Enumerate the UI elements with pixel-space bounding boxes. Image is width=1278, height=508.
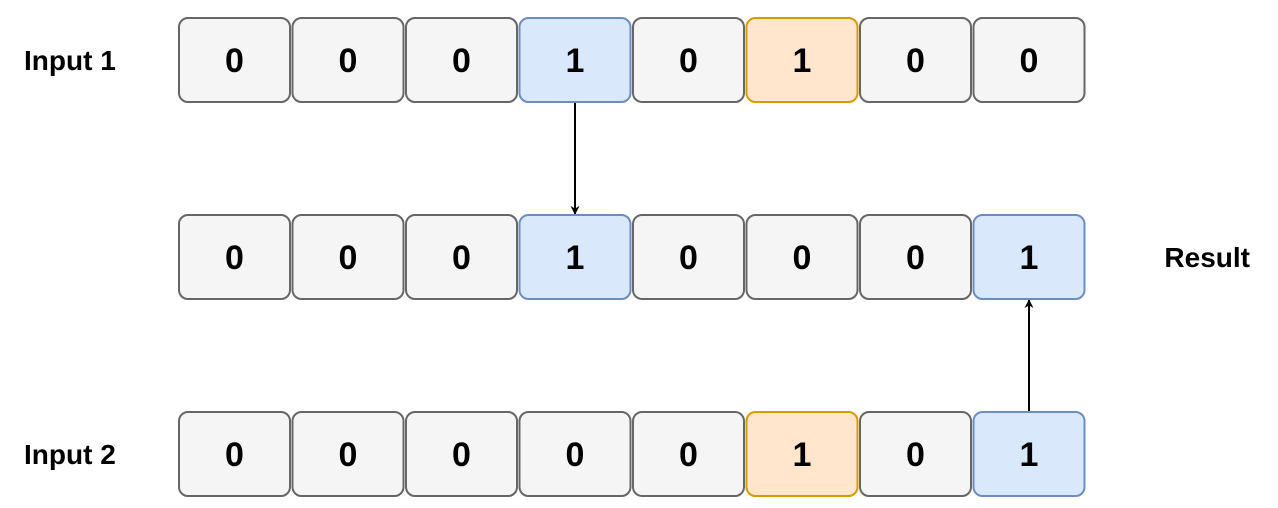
bit-value: 0 xyxy=(225,239,244,277)
bit-cell-box xyxy=(859,214,972,300)
bit-cell: 0 xyxy=(745,214,859,300)
bit-cell: 0 xyxy=(632,411,745,497)
bit-cell-box xyxy=(518,17,632,103)
row-input2: 0 0 0 0 0 1 0 1 Input 2 xyxy=(24,411,1086,497)
bit-cell: 0 xyxy=(632,17,745,103)
bit-value: 0 xyxy=(339,239,358,277)
bit-cell-box xyxy=(632,17,745,103)
bit-cell-box xyxy=(632,214,745,300)
bit-cell-box xyxy=(972,214,1086,300)
bit-cell: 0 xyxy=(632,214,745,300)
bit-value: 1 xyxy=(566,42,585,80)
row-label-input1: Input 1 xyxy=(24,45,116,76)
bit-cell-box xyxy=(291,17,405,103)
bit-value: 0 xyxy=(679,42,698,80)
bit-value: 0 xyxy=(1020,42,1039,80)
bit-value: 0 xyxy=(225,42,244,80)
bit-cell-box xyxy=(518,214,632,300)
bit-cell: 0 xyxy=(405,411,518,497)
bit-cell-box xyxy=(405,17,518,103)
bit-value: 0 xyxy=(679,436,698,474)
bit-cell-box xyxy=(745,17,859,103)
bit-cell-box xyxy=(745,214,859,300)
bit-value: 0 xyxy=(339,42,358,80)
bit-value: 1 xyxy=(793,436,812,474)
bit-cell: 0 xyxy=(859,214,972,300)
bit-cell: 1 xyxy=(518,17,632,103)
bit-cell: 1 xyxy=(745,411,859,497)
bit-cell: 1 xyxy=(518,214,632,300)
bit-value: 0 xyxy=(906,239,925,277)
bit-value: 0 xyxy=(225,436,244,474)
row-input1: 0 0 0 1 0 1 0 0 Input 1 xyxy=(24,17,1086,103)
bit-cell: 0 xyxy=(972,17,1086,103)
bit-cell-box xyxy=(745,411,859,497)
bit-cell-box xyxy=(632,411,745,497)
row-label-result: Result xyxy=(1164,242,1250,273)
bit-cell: 0 xyxy=(859,17,972,103)
bit-cell: 0 xyxy=(291,411,405,497)
bit-cell-box xyxy=(859,411,972,497)
bit-value: 0 xyxy=(339,436,358,474)
bit-cell-box xyxy=(859,17,972,103)
bit-value: 0 xyxy=(906,42,925,80)
row-label-input2: Input 2 xyxy=(24,439,116,470)
bit-cell-box xyxy=(405,411,518,497)
bit-cell: 0 xyxy=(405,214,518,300)
bit-cell: 0 xyxy=(178,214,291,300)
bit-value: 1 xyxy=(566,239,585,277)
bit-cell: 0 xyxy=(178,17,291,103)
bit-cell: 0 xyxy=(291,214,405,300)
bit-cell-box xyxy=(972,17,1086,103)
bit-cell: 0 xyxy=(178,411,291,497)
bit-cell-box xyxy=(972,411,1086,497)
bit-value: 0 xyxy=(452,436,471,474)
row-result: 0 0 0 1 0 0 0 1 Result xyxy=(178,214,1250,300)
bit-value: 0 xyxy=(452,42,471,80)
bit-cell-box xyxy=(405,214,518,300)
bit-cell-box xyxy=(291,214,405,300)
bit-cell-box xyxy=(178,214,291,300)
bit-value: 1 xyxy=(1020,436,1039,474)
arrows-layer xyxy=(570,102,1034,412)
bit-value: 0 xyxy=(906,436,925,474)
bit-value: 1 xyxy=(793,42,812,80)
bit-cell: 0 xyxy=(291,17,405,103)
bit-value: 0 xyxy=(566,436,585,474)
bit-cell: 1 xyxy=(745,17,859,103)
bit-cell: 0 xyxy=(518,411,632,497)
bit-value: 1 xyxy=(1020,239,1039,277)
bit-cell: 1 xyxy=(972,411,1086,497)
bit-value: 0 xyxy=(679,239,698,277)
bit-cell: 1 xyxy=(972,214,1086,300)
bit-cell-box xyxy=(178,17,291,103)
bit-cell-box xyxy=(518,411,632,497)
bit-cell: 0 xyxy=(859,411,972,497)
bit-cell-box xyxy=(291,411,405,497)
bit-cell-box xyxy=(178,411,291,497)
bit-value: 0 xyxy=(793,239,812,277)
bit-value: 0 xyxy=(452,239,471,277)
bit-cell: 0 xyxy=(405,17,518,103)
